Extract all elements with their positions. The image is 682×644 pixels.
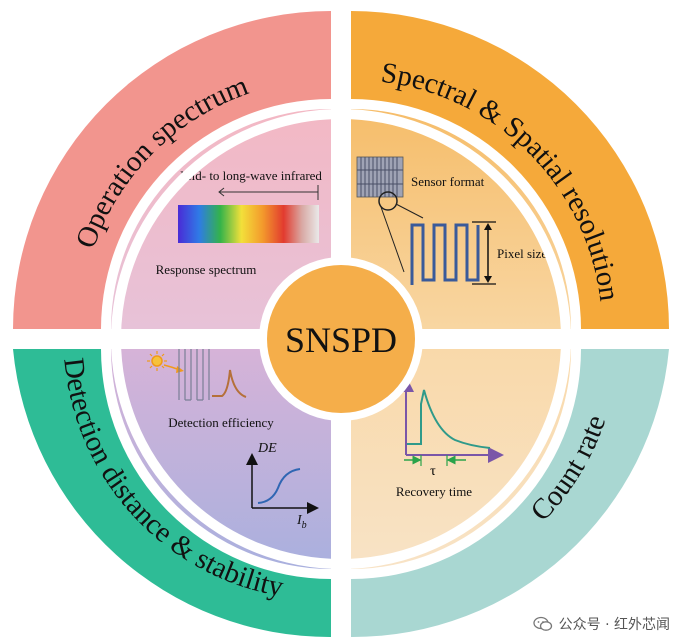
- center-disc: [267, 265, 415, 413]
- de-curve: [257, 468, 301, 504]
- recovery-curve: [407, 389, 491, 449]
- tau-label: τ: [430, 464, 436, 479]
- sensor-format-graphic: Sensor format Pixel size: [356, 156, 547, 285]
- pulse-curve: [212, 369, 247, 398]
- separator-inner-ring: [111, 109, 571, 569]
- outer-ring-bottom-left: [13, 349, 331, 638]
- outer-ring-top-left: [13, 11, 331, 329]
- outer-ring-top-right: [351, 11, 669, 329]
- wechat-icon: [532, 616, 552, 631]
- response-spectrum-graphic: Mid- to long-wave infrared Response spec…: [156, 168, 323, 277]
- inner-top-right: [351, 109, 571, 329]
- spectrum-bar: [178, 205, 319, 243]
- de-axis-label: DE: [257, 441, 277, 456]
- response-spectrum-caption: Response spectrum: [156, 262, 257, 277]
- recovery-time-graphic: τ Recovery time: [396, 376, 504, 499]
- watermark: 公众号 · 红外芯闻: [532, 614, 670, 634]
- inner-bottom-left: [111, 349, 331, 569]
- watermark-text: 公众号 · 红外芯闻: [558, 617, 670, 633]
- sensor-format-label: Sensor format: [411, 174, 485, 189]
- spectrum-range-label: Mid- to long-wave infrared: [180, 168, 322, 183]
- center-label: SNSPD: [285, 320, 397, 360]
- outer-ring-bottom-right: [351, 349, 669, 638]
- meander-pixel: [410, 223, 480, 285]
- pixel-size-label: Pixel size: [497, 246, 547, 261]
- ib-axis-label: Ib: [296, 513, 307, 531]
- recovery-time-caption: Recovery time: [396, 484, 472, 499]
- detection-efficiency-caption: Detection efficiency: [168, 415, 274, 430]
